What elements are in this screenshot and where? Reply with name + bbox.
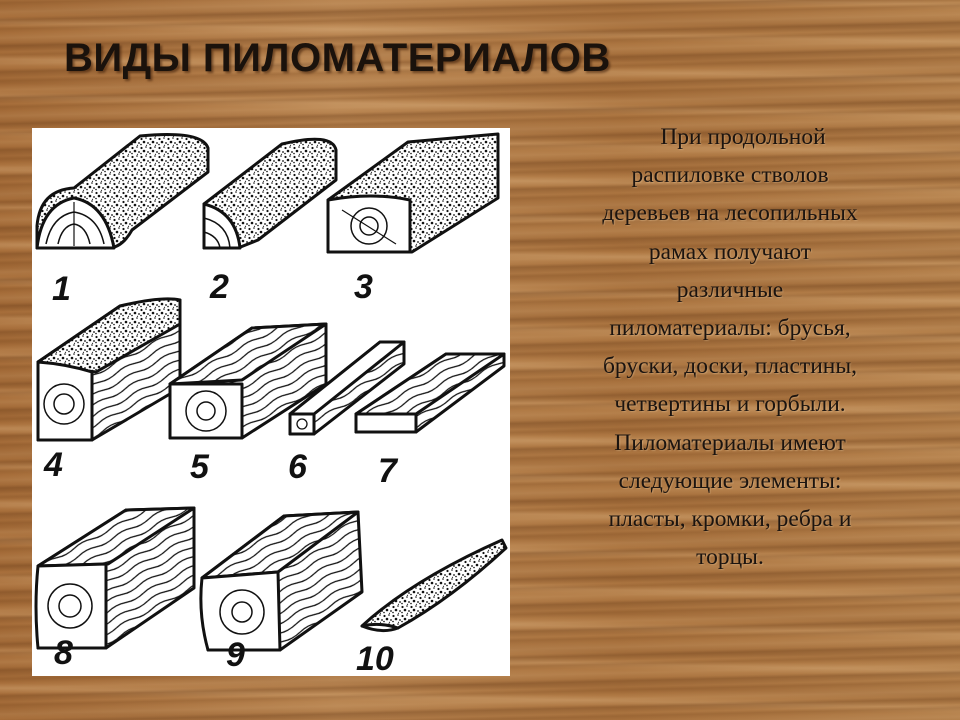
lumber-7-board [354,352,506,434]
description-line: четвертины и горбыли. [614,391,846,418]
description-line: пиломатериалы: брусья, [609,315,851,342]
lumber-1-half-log [35,133,210,250]
figure-label-2: 2 [209,268,229,306]
figure-label-7: 7 [378,452,399,490]
lumber-5-beam [168,322,328,440]
lumber-9-wane-board [199,510,364,652]
lumber-2-quarter-log [202,137,338,250]
figure-label-5: 5 [190,448,210,486]
description-line: бруски, доски, пластины, [602,353,858,380]
lumber-types-figure: 1 2 3 4 5 6 7 8 9 10 [32,128,510,676]
figure-label-6: 6 [288,448,308,486]
description-line: рамах получают [648,238,812,265]
description-line: распиловке стволов [631,162,829,189]
description-line: деревьев на лесопильных [602,200,858,227]
lumber-4-bark-beam [36,297,182,442]
description-line: пласты, кромки, ребра и [608,506,852,533]
figure-label-10: 10 [356,640,394,676]
figure-label-4: 4 [43,446,63,484]
description-line: следующие элементы: [618,467,842,494]
lumber-8-plate [34,506,196,650]
figure-label-1: 1 [52,270,71,308]
description-line: Пиломатериалы имеют [614,429,846,456]
description-line: различные [676,276,784,303]
figure-label-9: 9 [226,636,245,674]
figure-label-8: 8 [54,634,73,672]
lumber-6-bar [288,340,406,436]
description-text: При продольной распиловке стволов деревь… [538,118,922,576]
figure-label-3: 3 [354,268,373,306]
description-line: торцы. [696,544,764,571]
lumber-3-sleeper [326,132,500,254]
description-line: При продольной [660,124,826,150]
lumber-10-slab [360,538,508,633]
slide-title: ВИДЫ ПИЛОМАТЕРИАЛОВ [64,36,611,80]
lumber-illustration: 1 2 3 4 5 6 7 8 9 10 [34,132,508,676]
